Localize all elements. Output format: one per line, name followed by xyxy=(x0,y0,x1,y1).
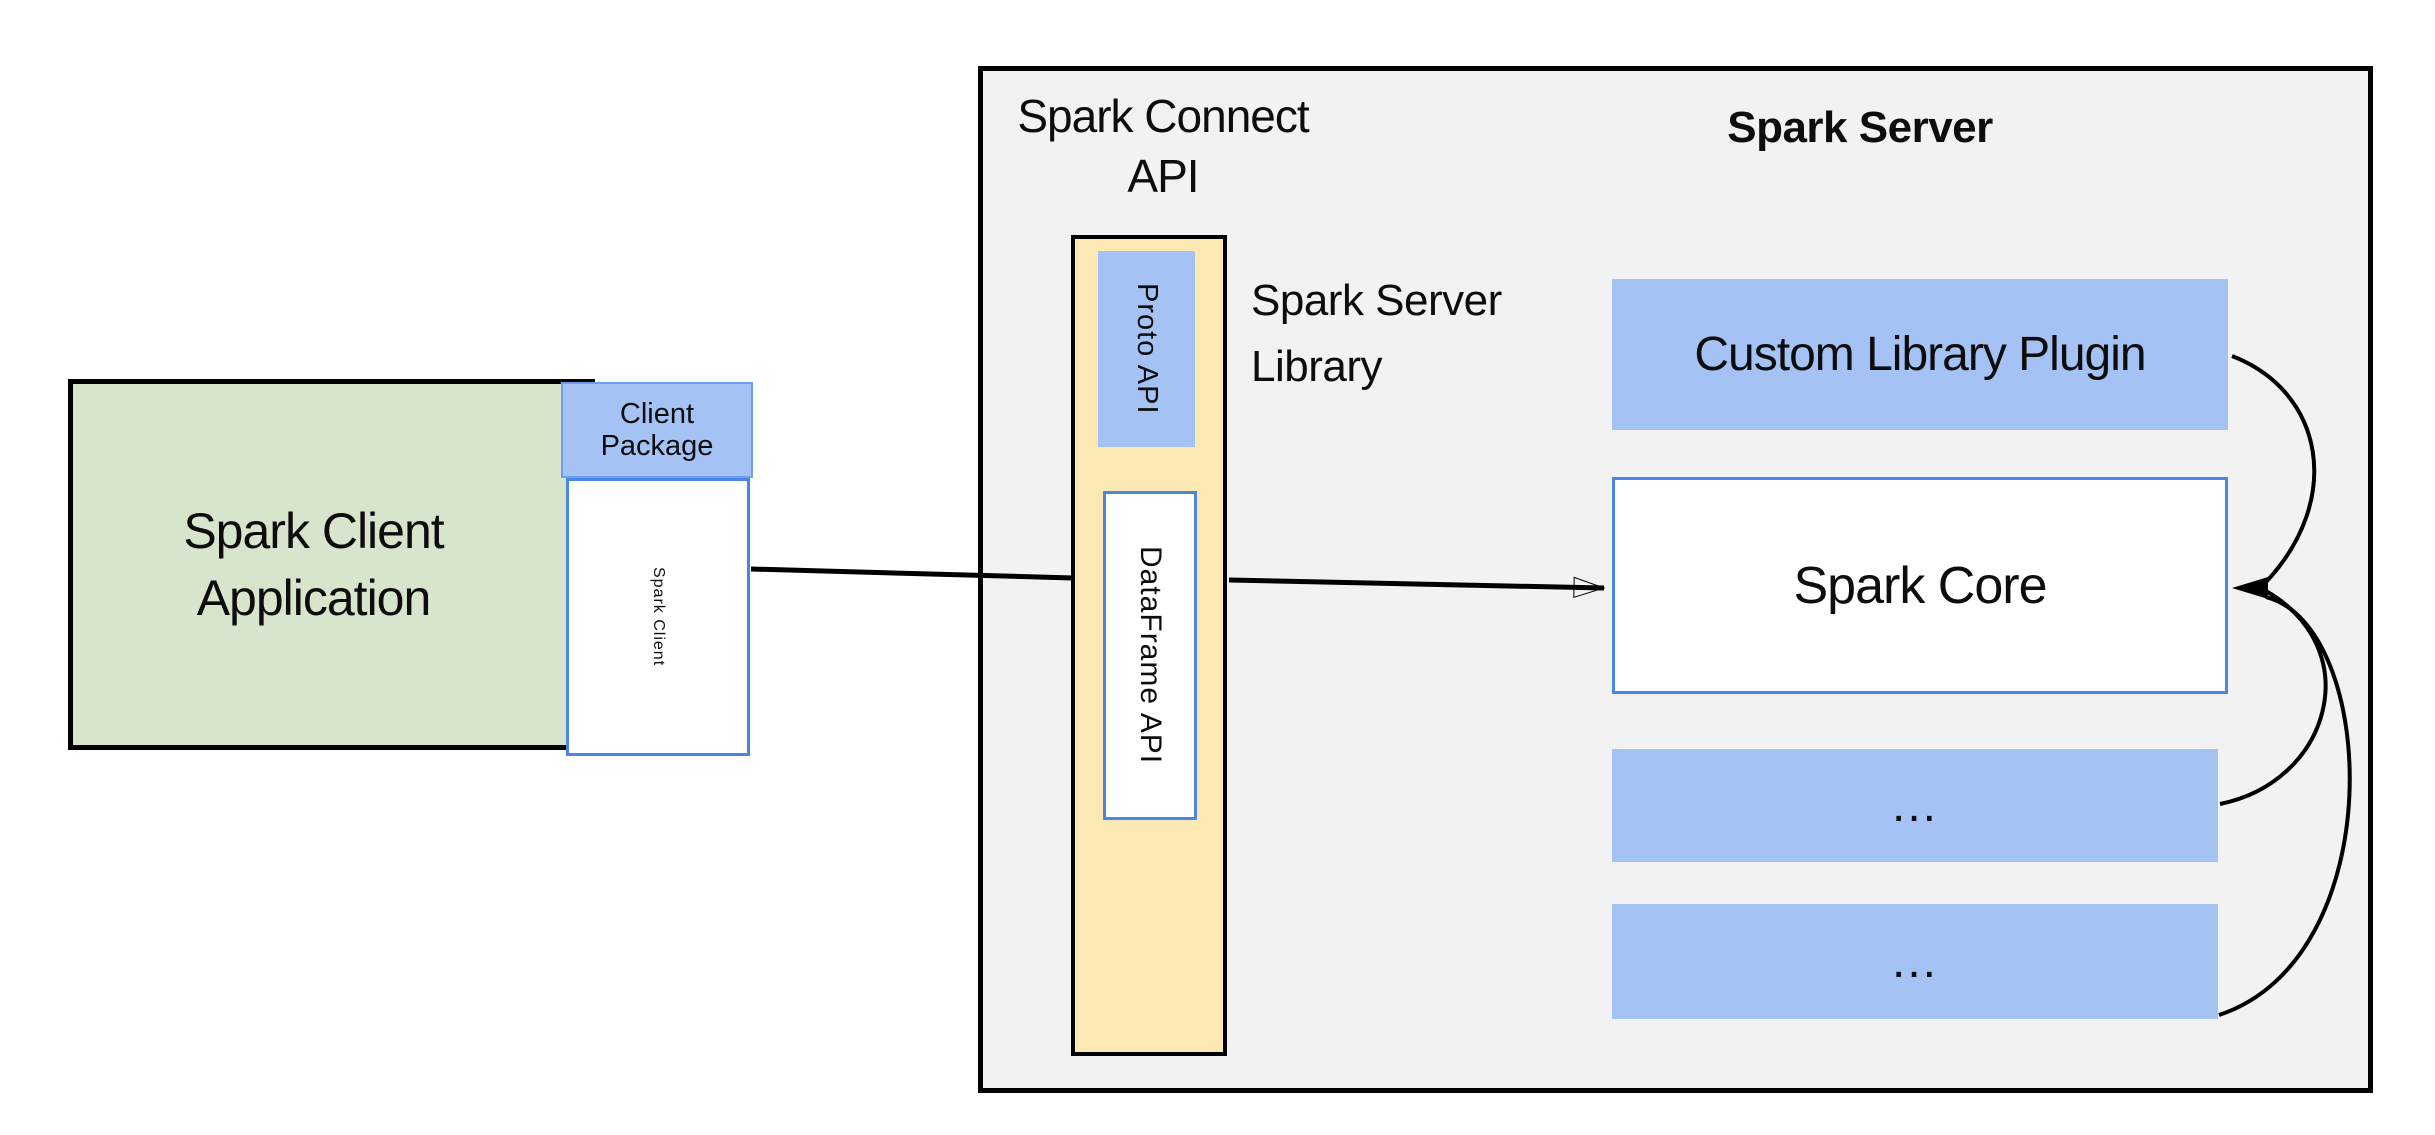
client-package-line2: Package xyxy=(600,430,714,462)
library-caption-line1: Spark Server xyxy=(1251,276,1502,325)
extension-box-1-label: ... xyxy=(1891,779,1938,832)
spark-connect-api-line2: API xyxy=(1127,150,1199,202)
spark-client-box: Spark Client xyxy=(566,478,750,756)
spark-core-label: Spark Core xyxy=(1793,556,2048,615)
extension-box-2: ... xyxy=(1612,904,2218,1019)
spark-client-label: Spark Client xyxy=(650,567,667,667)
spark-connect-api-label: Spark Connect API xyxy=(963,86,1363,206)
spark-server-library-caption: Spark Server Library xyxy=(1251,268,1671,400)
dataframe-api-box: DataFrame API xyxy=(1103,491,1197,820)
library-caption-line2: Library xyxy=(1251,342,1383,391)
extension-box-1: ... xyxy=(1612,749,2218,862)
proto-api-label: Proto API xyxy=(1131,283,1163,415)
spark-server-title: Spark Server xyxy=(1727,103,1993,152)
extension-box-2-label: ... xyxy=(1891,935,1938,988)
spark-client-application-box: Spark Client Application xyxy=(68,379,595,750)
proto-api-box: Proto API xyxy=(1098,251,1195,447)
spark-client-application-line2: Application xyxy=(196,569,432,626)
spark-core-box: Spark Core xyxy=(1612,477,2228,694)
spark-connect-api-line1: Spark Connect xyxy=(1017,90,1309,142)
custom-library-plugin-label: Custom Library Plugin xyxy=(1694,328,2146,381)
client-package-line1: Client xyxy=(619,398,695,430)
dataframe-api-label: DataFrame API xyxy=(1134,546,1167,765)
spark-client-application-line1: Spark Client xyxy=(183,502,444,559)
custom-library-plugin-box: Custom Library Plugin xyxy=(1612,279,2228,430)
client-package-box: Client Package xyxy=(561,382,753,478)
